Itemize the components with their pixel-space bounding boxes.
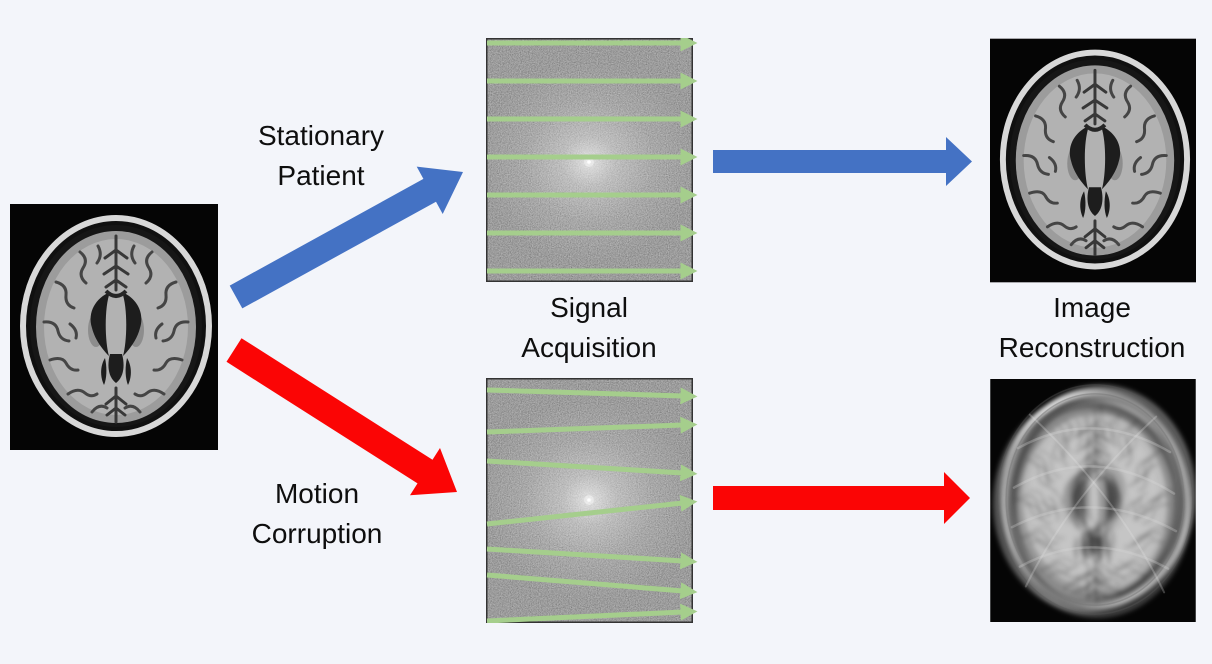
scan-line-arrow [486, 546, 698, 570]
motion-scan-lines [486, 387, 698, 623]
image-reconstruction-line1: Image [1053, 292, 1131, 323]
stationary-patient-line1: Stationary [257, 120, 385, 151]
motion-corruption-label: Motion Corruption [177, 474, 457, 554]
motion-corruption-line2: Corruption [251, 518, 383, 549]
motion-corruption-line1: Motion [274, 478, 360, 509]
stationary-patient-label: Stationary Patient [181, 116, 461, 196]
scan-line-arrow [486, 603, 698, 623]
reconstructed-corrupted-brain-image [990, 379, 1197, 622]
scan-line-arrow [486, 387, 698, 405]
scan-line-arrow [486, 458, 698, 482]
stationary-scan-lines [487, 38, 698, 280]
motion-artifact-streaks [996, 384, 1194, 615]
stationary-reconstruction-arrow-icon [713, 137, 972, 186]
signal-acquisition-line1: Signal [550, 292, 628, 323]
motion-reconstruction-arrow-icon [713, 472, 970, 524]
stationary-arrow-icon [229, 166, 463, 309]
kspace-motion-image [486, 378, 698, 623]
input-brain-mri-image [10, 204, 218, 450]
scan-line-arrow [486, 572, 698, 600]
signal-acquisition-label: Signal Acquisition [449, 288, 729, 368]
motion-arrow-icon [226, 338, 457, 496]
image-reconstruction-line2: Reconstruction [998, 332, 1186, 363]
stationary-patient-line2: Patient [277, 160, 365, 191]
scan-line-arrow [486, 494, 698, 527]
image-reconstruction-label: Image Reconstruction [952, 288, 1212, 368]
signal-acquisition-line2: Acquisition [521, 332, 657, 363]
scan-line-arrow [486, 416, 698, 435]
reconstructed-clean-brain-image [990, 38, 1196, 283]
kspace-stationary-image [486, 38, 698, 282]
